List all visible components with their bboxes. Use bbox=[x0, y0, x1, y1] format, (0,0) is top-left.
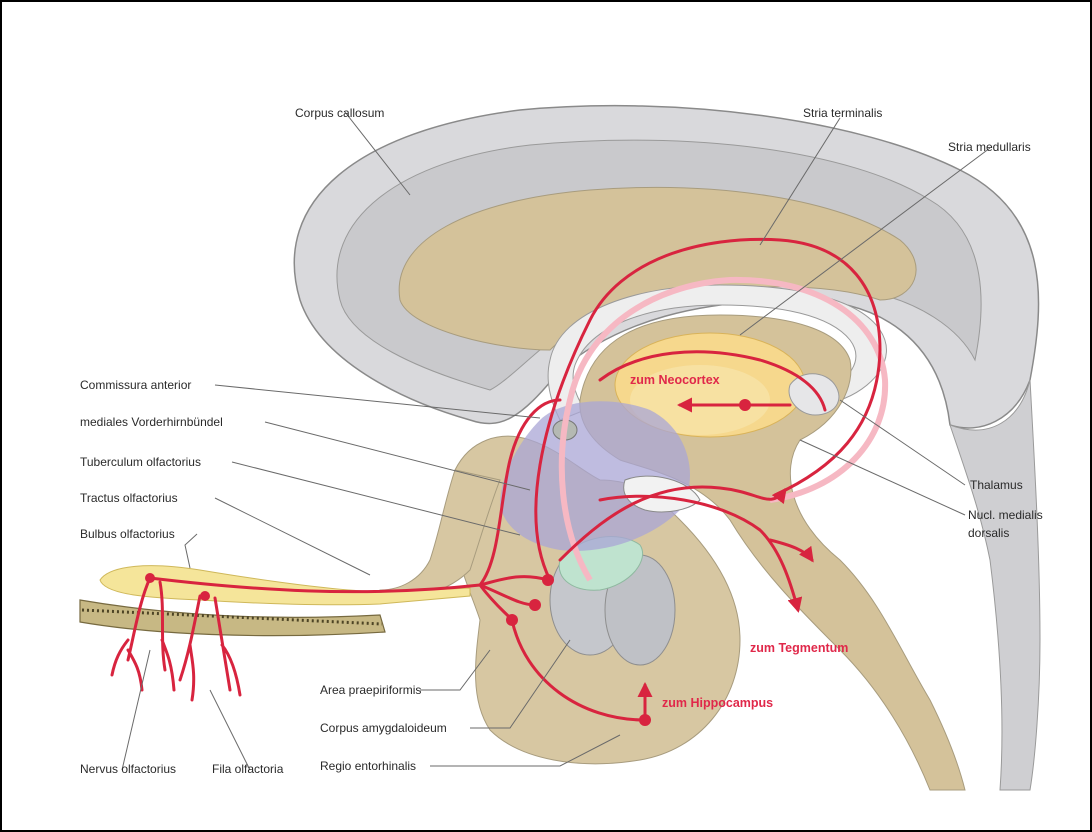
label-mediales-vorderhirnbuendel: mediales Vorderhirnbündel bbox=[80, 415, 223, 429]
label-stria-medullaris: Stria medullaris bbox=[948, 140, 1031, 154]
label-stria-terminalis: Stria terminalis bbox=[803, 106, 882, 120]
label-tractus-olfactorius: Tractus olfactorius bbox=[80, 491, 178, 505]
label-tuberculum-olfactorius: Tuberculum olfactorius bbox=[80, 455, 201, 469]
label-bulbus-olfactorius: Bulbus olfactorius bbox=[80, 527, 175, 541]
label-commissura-anterior: Commissura anterior bbox=[80, 378, 191, 392]
label-zum-hippocampus: zum Hippocampus bbox=[662, 696, 773, 710]
label-corpus-callosum: Corpus callosum bbox=[295, 106, 384, 120]
label-nervus-olfactorius: Nervus olfactorius bbox=[80, 762, 176, 776]
brainstem-edge bbox=[950, 380, 1040, 790]
label-zum-neocortex: zum Neocortex bbox=[630, 373, 720, 387]
label-corpus-amygdaloideum: Corpus amygdaloideum bbox=[320, 721, 447, 735]
label-nucl-medialis: Nucl. medialis bbox=[968, 508, 1043, 522]
label-regio-entorhinalis: Regio entorhinalis bbox=[320, 759, 416, 773]
label-nucl-medialis-dorsalis: dorsalis bbox=[968, 526, 1009, 540]
label-zum-tegmentum: zum Tegmentum bbox=[750, 641, 848, 655]
label-thalamus: Thalamus bbox=[970, 478, 1023, 492]
label-area-praepiriformis: Area praepiriformis bbox=[320, 683, 421, 697]
label-fila-olfactoria: Fila olfactoria bbox=[212, 762, 283, 776]
